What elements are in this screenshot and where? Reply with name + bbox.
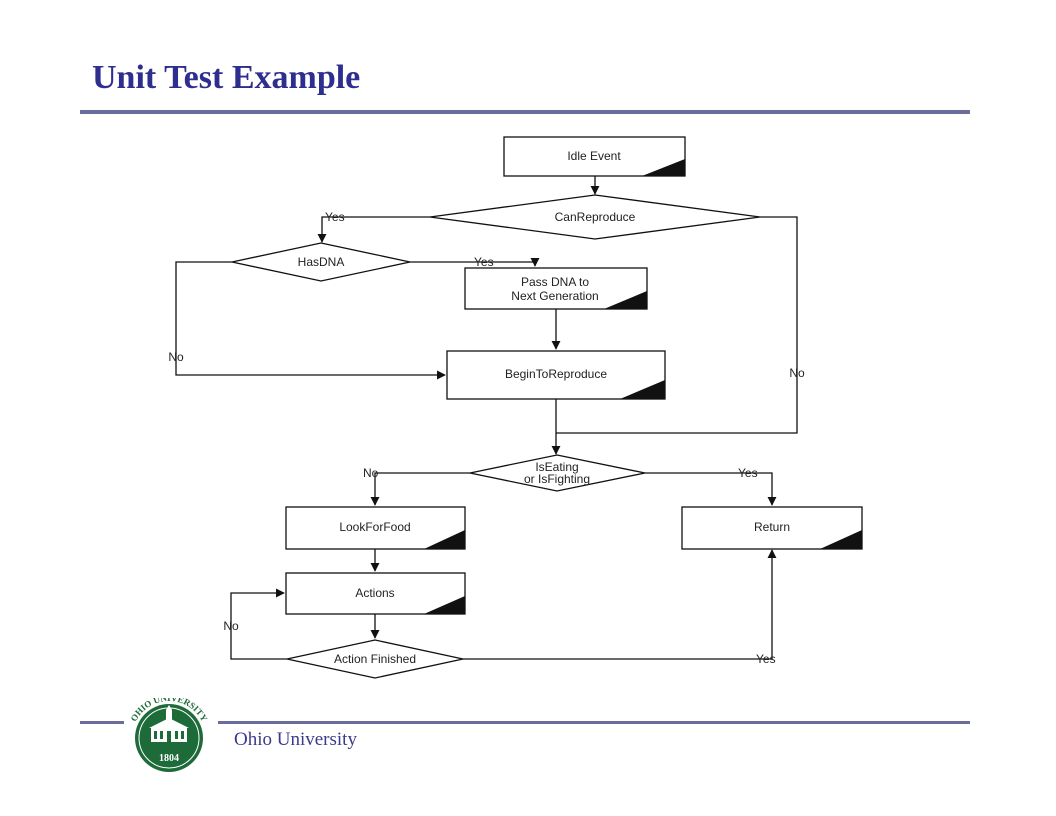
svg-text:Next Generation: Next Generation <box>511 289 598 303</box>
decision-can-reproduce: CanReproduce <box>429 194 761 240</box>
svg-text:Pass DNA to: Pass DNA to <box>521 275 589 289</box>
label-iseating-no: No <box>363 466 379 480</box>
edge-canreproduce-no <box>556 216 798 434</box>
label-canreproduce-no: No <box>789 366 805 380</box>
node-look-for-food: LookForFood <box>285 506 466 550</box>
node-begin-to-reproduce: BeginToReproduce <box>446 350 666 400</box>
svg-text:or IsFighting: or IsFighting <box>524 472 590 486</box>
svg-text:IsEating: IsEating <box>535 460 578 474</box>
svg-text:Return: Return <box>754 520 790 534</box>
title-divider <box>80 110 970 114</box>
footer-divider-right <box>218 721 970 724</box>
svg-text:CanReproduce: CanReproduce <box>555 210 636 224</box>
label-canreproduce-yes: Yes <box>325 210 345 224</box>
ohio-university-seal-icon: OHIO UNIVERSITY 1804 <box>123 698 215 772</box>
edge-iseating-no <box>370 472 470 506</box>
edge-hasdna-no <box>175 261 446 380</box>
label-iseating-yes: Yes <box>738 466 758 480</box>
node-return: Return <box>681 506 863 550</box>
svg-text:BeginToReproduce: BeginToReproduce <box>505 367 607 381</box>
node-actions: Actions <box>285 572 466 615</box>
label-finished-no: No <box>223 619 239 633</box>
edge-hasdna-yes <box>410 257 540 267</box>
footer-institution: Ohio University <box>234 729 357 750</box>
svg-text:Action Finished: Action Finished <box>334 652 416 666</box>
decision-has-dna: HasDNA <box>231 242 411 282</box>
label-finished-yes: Yes <box>756 652 776 666</box>
label-hasdna-yes: Yes <box>474 255 494 269</box>
flowchart-diagram: Idle Event CanReproduce HasDNA Pass DNA … <box>168 136 863 679</box>
footer-divider-left <box>80 721 124 724</box>
svg-text:HasDNA: HasDNA <box>298 255 345 269</box>
label-hasdna-no: No <box>168 350 184 364</box>
decision-action-finished: Action Finished <box>286 639 464 679</box>
node-idle-event: Idle Event <box>503 136 686 177</box>
edge-iseating-yes <box>645 472 777 506</box>
edge-canreproduce-yes <box>317 216 430 243</box>
svg-text:LookForFood: LookForFood <box>339 520 410 534</box>
slide-title: Unit Test Example <box>92 59 361 96</box>
svg-text:Idle Event: Idle Event <box>567 149 621 163</box>
seal-year: 1804 <box>159 753 179 764</box>
connectors <box>175 176 798 660</box>
edge-finished-no <box>230 588 287 660</box>
edge-finished-yes <box>463 549 777 660</box>
svg-text:Actions: Actions <box>355 586 394 600</box>
decision-is-eating: IsEating or IsFighting <box>469 454 646 492</box>
node-pass-dna: Pass DNA to Next Generation <box>464 267 648 310</box>
